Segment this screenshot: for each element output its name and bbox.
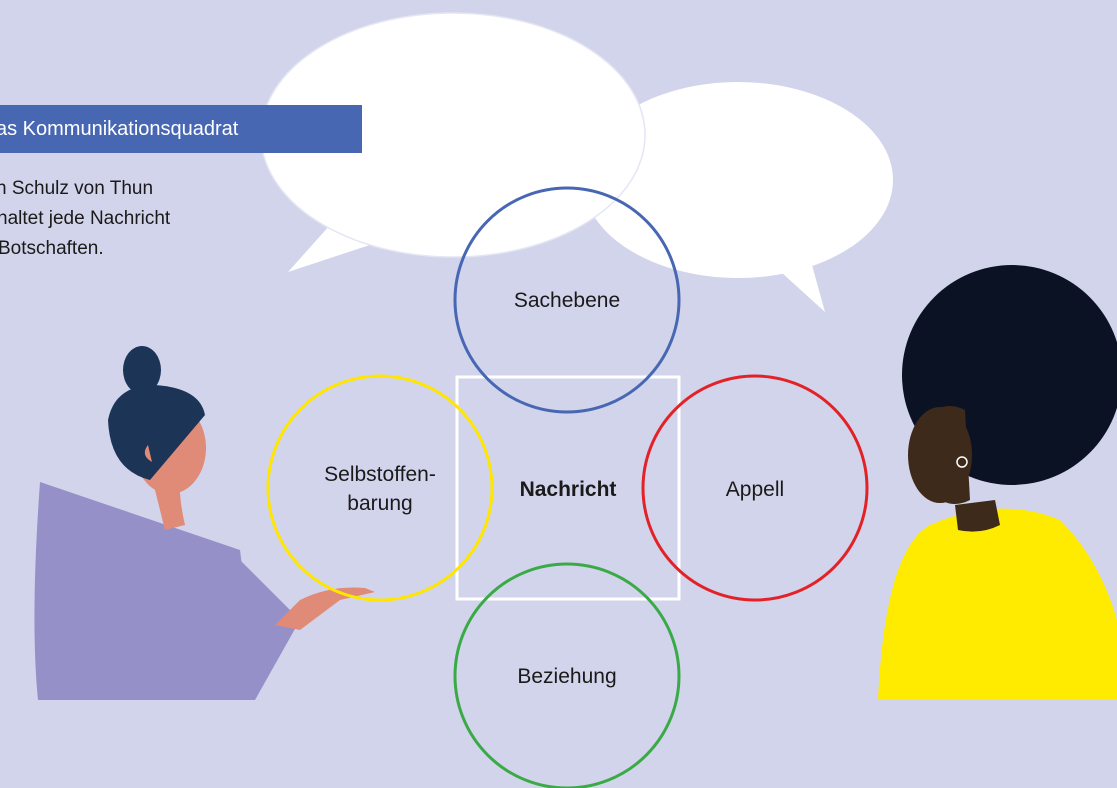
circle-appell: [641, 374, 869, 602]
left-person: [34, 346, 375, 700]
circle-selbstoffenbarung: [266, 374, 494, 602]
title-bar: as Kommunikationsquadrat: [0, 105, 362, 153]
label-sachebene: Sachebene: [513, 289, 621, 312]
earring-icon: [956, 456, 968, 468]
right-person: [878, 265, 1117, 700]
center-square: [455, 375, 681, 601]
label-beziehung: Beziehung: [517, 665, 617, 688]
label-nachricht: Nachricht: [519, 478, 617, 501]
label-selbstoffenbarung-line2: barung: [347, 492, 413, 515]
circle-beziehung: [453, 562, 681, 788]
intro-line: haltet jede Nachricht: [0, 208, 171, 229]
circle-sachebene: [453, 186, 681, 414]
speech-bubble-right: [583, 82, 893, 312]
page-title: as Kommunikationsquadrat: [0, 118, 239, 140]
label-appell: Appell: [725, 478, 785, 501]
intro-line: Botschaften.: [0, 238, 104, 259]
speech-bubble-left: [261, 13, 645, 272]
label-selbstoffenbarung-line1: Selbstoffen-: [324, 463, 436, 486]
intro-line: n Schulz von Thun: [0, 178, 154, 199]
intro-text: n Schulz von Thun haltet jede Nachricht …: [0, 174, 300, 264]
